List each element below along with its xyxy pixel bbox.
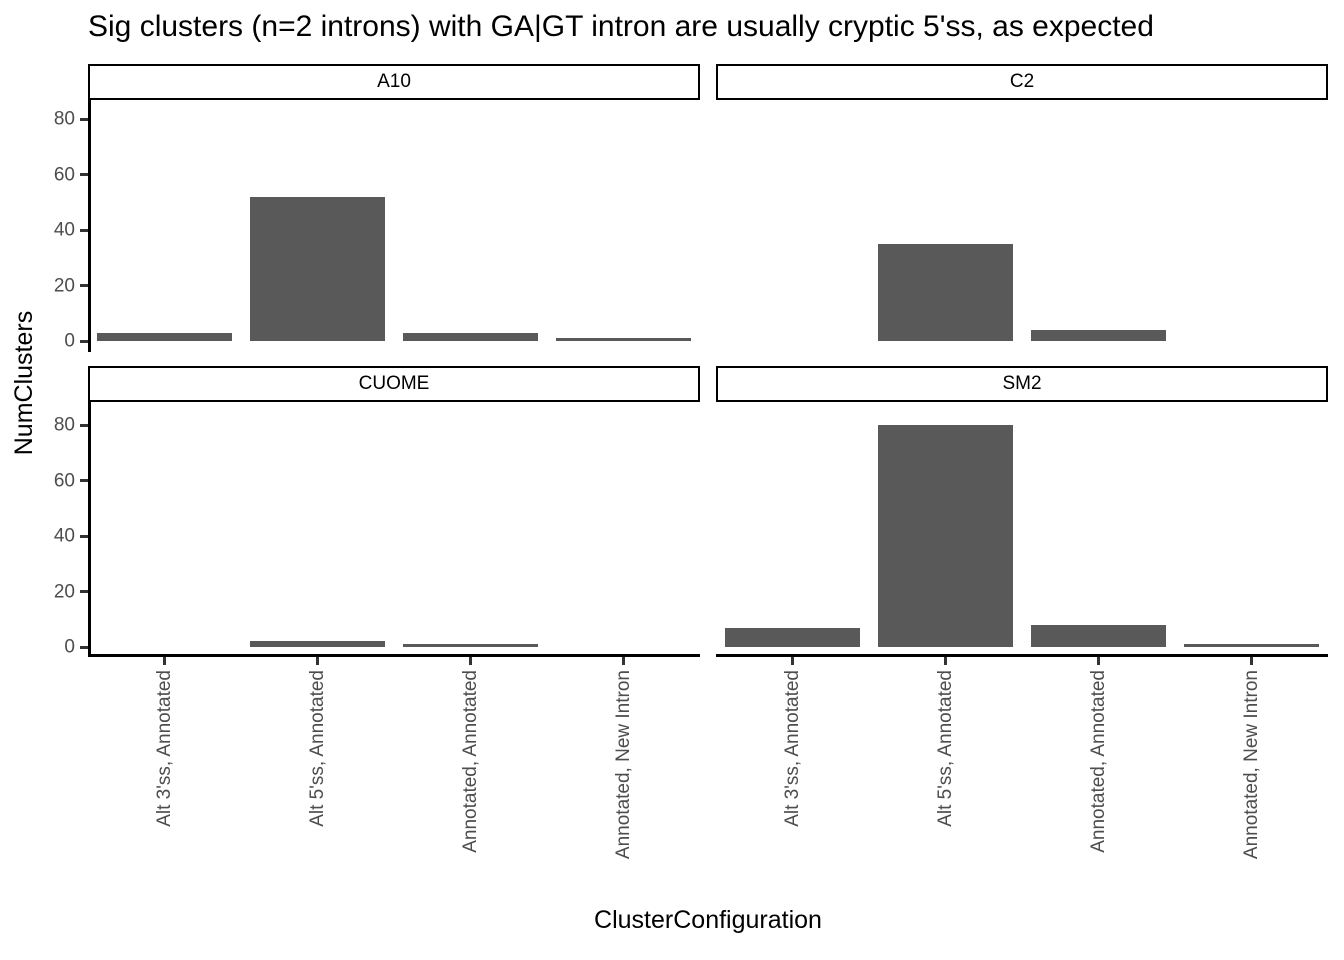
bar-a10-3 <box>403 332 538 341</box>
x-tick-cell: Alt 5'ss, Annotated <box>241 670 394 859</box>
facet-strip-label: CUOME <box>358 373 430 394</box>
bar-a10-2 <box>250 196 385 341</box>
y-tick-mark <box>80 423 88 427</box>
x-axis-title: ClusterConfiguration <box>594 906 822 934</box>
facet-strip-label: SM2 <box>1002 373 1042 394</box>
y-tick-mark <box>80 284 88 287</box>
x-tick-label: Alt 5'ss, Annotated <box>934 670 956 827</box>
y-tick-label: 0 <box>64 330 75 352</box>
facet-plot-sm2: Alt 3'ss, Annotated Alt 5'ss, Annotated An… <box>716 402 1328 859</box>
bar-c2-3 <box>1031 329 1166 341</box>
facet-strip-sm2: SM2 <box>716 366 1328 402</box>
y-tick-mark <box>80 228 88 232</box>
x-tick-mark <box>1250 657 1253 665</box>
facet-panel-c2: C2 <box>716 64 1328 352</box>
y-tick-mark <box>80 479 88 482</box>
y-tick-label: 60 <box>53 470 75 491</box>
bar-sm2-4 <box>1184 644 1319 647</box>
bar-a10-4 <box>556 338 691 341</box>
y-tick-label: 40 <box>53 525 75 547</box>
y-tick-label: 20 <box>53 581 75 602</box>
x-tick-mark <box>163 657 166 665</box>
bar-sm2-3 <box>1031 624 1166 647</box>
x-tick-labels: Alt 3'ss, Annotated Alt 5'ss, Annotated An… <box>716 670 1328 859</box>
x-tick-mark <box>1097 657 1100 665</box>
x-tick-label: Alt 3'ss, Annotated <box>153 670 175 827</box>
bar-a10-1 <box>97 332 232 341</box>
facet-strip-label: C2 <box>1009 71 1035 92</box>
x-tick-labels: Alt 3'ss, Annotated Alt 5'ss, Annotated An… <box>88 670 700 859</box>
x-tick-label: Annotated, Annotated <box>459 670 481 853</box>
x-tick-mark <box>944 657 947 665</box>
y-axis-line <box>88 402 91 657</box>
y-tick-mark <box>80 645 88 649</box>
y-tick-mark <box>80 590 88 593</box>
y-tick-label: 80 <box>53 414 75 436</box>
x-tick-cell: Annotated, New Intron <box>1175 670 1328 859</box>
x-tick-cell: Alt 5'ss, Annotated <box>869 670 1022 859</box>
x-axis-line <box>716 654 1328 657</box>
bar-cuome-3 <box>403 644 538 647</box>
y-tick-label: 0 <box>64 636 75 658</box>
y-tick-mark <box>80 117 88 121</box>
bar-c2-2 <box>878 243 1013 341</box>
x-tick-label: Annotated, New Intron <box>612 670 634 860</box>
x-tick-mark <box>622 657 625 665</box>
x-axis-line <box>88 654 700 657</box>
x-tick-label: Alt 5'ss, Annotated <box>306 670 328 827</box>
facet-strip-cuome: CUOME <box>88 366 700 402</box>
facet-plot-c2 <box>716 100 1328 352</box>
x-tick-label: Annotated, Annotated <box>1087 670 1109 853</box>
y-tick-label: 20 <box>53 275 75 296</box>
y-tick-mark <box>80 173 88 176</box>
x-tick-label: Annotated, New Intron <box>1240 670 1262 860</box>
x-tick-mark <box>316 657 319 665</box>
x-tick-label: Alt 3'ss, Annotated <box>781 670 803 827</box>
y-axis-line <box>88 100 91 352</box>
bar-sm2-1 <box>725 627 860 647</box>
y-tick-mark <box>80 339 88 343</box>
y-tick-label: 40 <box>53 219 75 241</box>
x-tick-mark <box>469 657 472 665</box>
x-tick-mark <box>791 657 794 665</box>
facet-strip-c2: C2 <box>716 64 1328 100</box>
y-tick-label: 60 <box>53 164 75 185</box>
facet-plot-a10: 0 20 40 60 80 <box>54 100 700 352</box>
facet-strip-label: A10 <box>377 71 411 92</box>
y-tick-mark <box>80 534 88 538</box>
bar-sm2-2 <box>878 425 1013 647</box>
x-tick-cell: Annotated, New Intron <box>547 670 700 859</box>
bar-cuome-2 <box>250 641 385 647</box>
facet-strip-a10: A10 <box>88 64 700 100</box>
facet-panel-a10: A10 0 20 40 60 80 <box>54 64 700 352</box>
chart-title: Sig clusters (n=2 introns) with GA|GT in… <box>88 10 1154 43</box>
x-tick-cell: Annotated, Annotated <box>1022 670 1175 859</box>
x-tick-cell: Alt 3'ss, Annotated <box>716 670 869 859</box>
facet-panel-sm2: SM2 Alt 3'ss, Annotated Alt 5'ss, Annotat… <box>716 366 1328 859</box>
x-tick-cell: Alt 3'ss, Annotated <box>88 670 241 859</box>
x-tick-cell: Annotated, Annotated <box>394 670 547 859</box>
y-axis-title: NumClusters <box>10 310 38 456</box>
y-tick-label: 80 <box>53 108 75 130</box>
